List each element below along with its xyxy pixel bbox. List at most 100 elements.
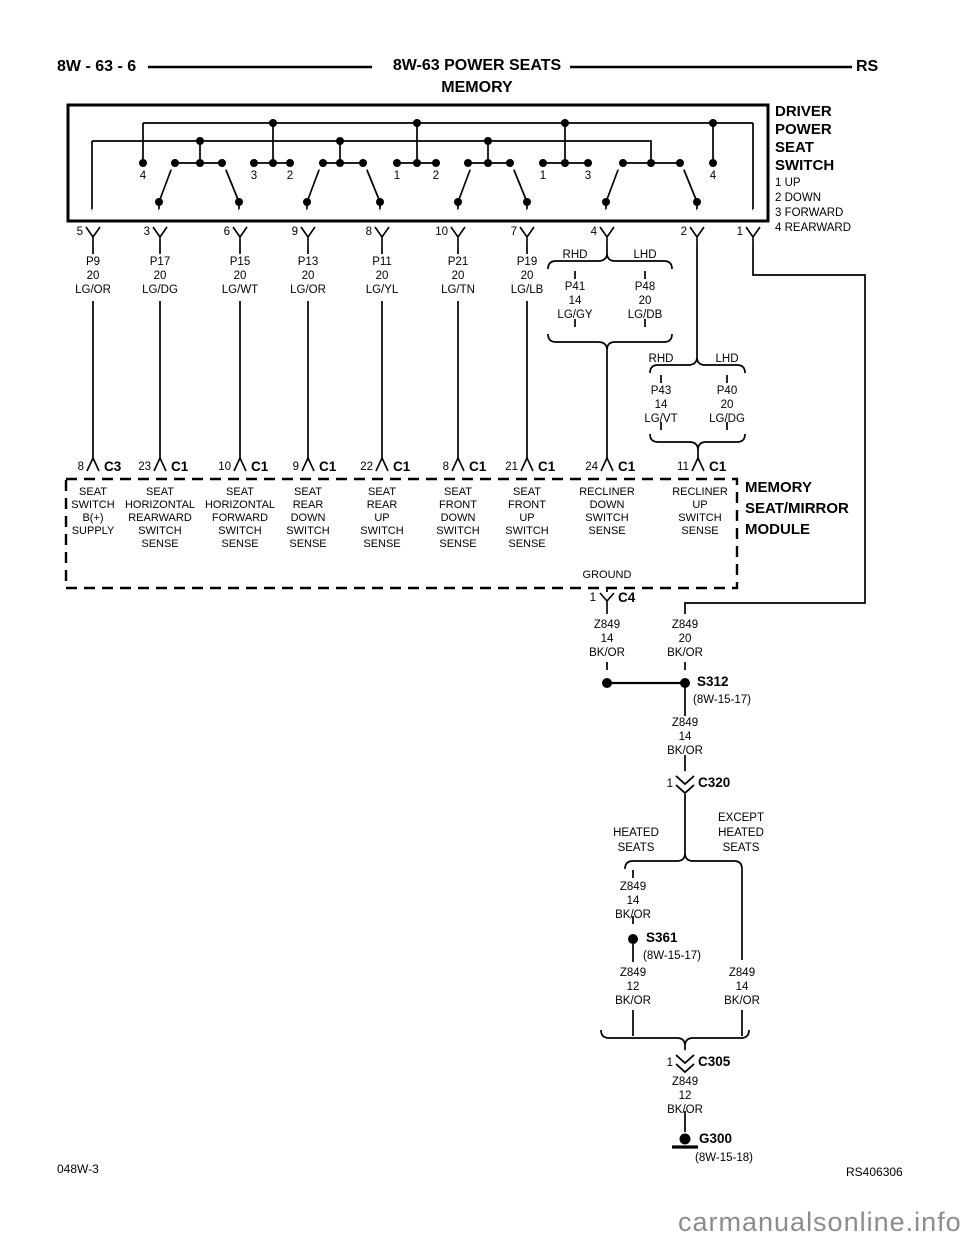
wire-runs [92, 246, 528, 458]
function-line: SWITCH [436, 525, 480, 537]
c4-name: C4 [618, 590, 636, 605]
function-line: SENSE [439, 538, 477, 550]
connector-name: C1 [171, 459, 189, 474]
color: BK/OR [615, 995, 651, 1007]
color: LG/OR [75, 284, 111, 296]
c305-name: C305 [698, 1054, 731, 1069]
doc-code: RS406306 [846, 1165, 903, 1179]
s361-dot [628, 934, 638, 944]
c305-icon [675, 1054, 695, 1074]
function-line: SWITCH [218, 525, 262, 537]
color: LG/WT [221, 284, 259, 296]
terminal-pin: 9 [292, 461, 299, 473]
switch-legend-line: 1 UP [775, 177, 801, 189]
gauge: 20 [638, 295, 652, 307]
function-line: UP [519, 512, 535, 524]
function-line: SWITCH [71, 499, 115, 511]
color: BK/OR [615, 909, 651, 921]
pin-number: 8 [365, 226, 372, 238]
circuit: P43 [650, 385, 672, 397]
function-line: FRONT [508, 499, 546, 511]
contact-stubs [142, 123, 714, 163]
gauge: 20 [86, 270, 100, 282]
gauge: 20 [153, 270, 167, 282]
color: BK/OR [667, 745, 703, 757]
contact-label: 4 [709, 170, 717, 182]
contact-label: 2 [432, 170, 440, 182]
c4-fork-icon [599, 592, 615, 614]
function-line: FORWARD [211, 512, 269, 524]
function-line: SWITCH [286, 525, 330, 537]
rhd-label: RHD [562, 249, 588, 261]
pin-number: 5 [76, 226, 83, 238]
merge-brace-b [649, 433, 746, 451]
circuit: P21 [447, 256, 469, 268]
switch-box [66, 103, 770, 223]
splice-s312: S312 [697, 674, 729, 689]
function-line: SENSE [221, 538, 259, 550]
function-line: SWITCH [360, 525, 404, 537]
lhd-label: LHD [633, 249, 657, 261]
ground-g300-ref: (8W-15-18) [695, 1152, 753, 1164]
ground-g300: G300 [699, 1131, 733, 1146]
gauge: 20 [375, 270, 389, 282]
circuit: Z849 [593, 619, 621, 631]
module-fork-icons [86, 457, 705, 472]
merge-brace-c305 [600, 1029, 750, 1047]
contact-label: 2 [286, 170, 294, 182]
connector-name: C1 [319, 459, 337, 474]
terminal-pin: 22 [360, 461, 373, 473]
gauge: 12 [626, 981, 640, 993]
function-line: DOWN [440, 512, 476, 524]
pin-number: 1 [736, 226, 743, 238]
merge-brace-a [547, 333, 673, 351]
function-line: SEAT [368, 486, 396, 498]
module-name-line: MEMORY [745, 479, 812, 496]
pin-number: 7 [510, 226, 517, 238]
circuit: P15 [229, 256, 251, 268]
color: LG/YL [365, 284, 399, 296]
s312-dot-right [680, 678, 690, 688]
switch-name-line: SEAT [775, 139, 814, 156]
terminal-pin: 24 [585, 461, 598, 473]
circuit: Z849 [671, 1076, 699, 1088]
function-line: HORIZONTAL [124, 499, 196, 511]
splice-s361: S361 [646, 930, 678, 945]
connector-name: C1 [538, 459, 556, 474]
c4-pin: 1 [589, 592, 596, 604]
gauge: 20 [301, 270, 315, 282]
circuit: P19 [516, 256, 538, 268]
function-line: DOWN [290, 512, 326, 524]
circuit: P40 [716, 385, 738, 397]
watermark: carmanualsonline.info [678, 1207, 960, 1237]
color: LG/VT [644, 413, 678, 425]
connector-name: C1 [251, 459, 269, 474]
connector-name: C1 [469, 459, 487, 474]
function-line: HORIZONTAL [204, 499, 276, 511]
terminal-pin: 21 [505, 461, 518, 473]
circuit: P13 [297, 256, 319, 268]
gauge: 14 [735, 981, 749, 993]
lhd-label: LHD [715, 353, 739, 365]
page-subtitle: MEMORY [441, 79, 513, 96]
contact-label: 3 [584, 170, 592, 182]
gauge: 20 [233, 270, 247, 282]
switch-name-line: SWITCH [775, 157, 835, 174]
color: LG/DB [627, 309, 663, 321]
contact-label: 4 [139, 170, 147, 182]
gauge: 14 [678, 731, 692, 743]
heated-seats-label: SEATS [617, 842, 655, 854]
color: LG/GY [557, 309, 593, 321]
color: LG/TN [441, 284, 475, 296]
function-line: REARWARD [128, 512, 192, 524]
function-line: SENSE [588, 525, 626, 537]
switch-legend-line: 4 REARWARD [775, 222, 852, 234]
terminal-pin: 23 [138, 461, 151, 473]
sheet-code: 048W-3 [57, 1162, 99, 1176]
module-name-line: MODULE [745, 521, 810, 538]
circuit: Z849 [728, 967, 756, 979]
function-line: SUPPLY [71, 525, 115, 537]
circuit: P11 [372, 256, 392, 268]
function-line: SENSE [141, 538, 179, 550]
